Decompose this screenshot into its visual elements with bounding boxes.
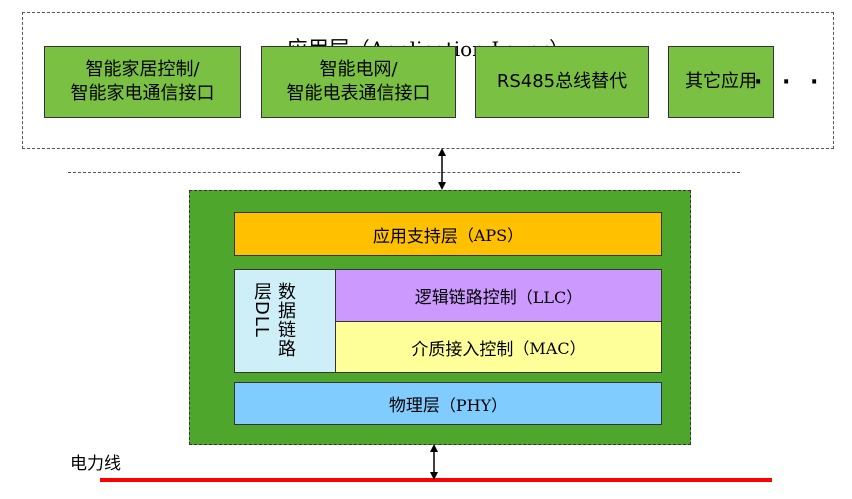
app-box-rs485-label: RS485总线替代 (496, 71, 628, 92)
llc-layer: 逻辑链路控制（LLC） (335, 269, 662, 322)
app-box-smart-home: 智能家居控制/ 智能家电通信接口 (44, 46, 241, 118)
app-box-smart-grid: 智能电网/ 智能电表通信接口 (261, 46, 456, 118)
mac-label-cn: 介质接入控制 (411, 339, 514, 360)
app-box-smart-home-line2: 智能家电通信接口 (70, 83, 215, 104)
aps-label-cn: 应用支持层 (372, 226, 458, 247)
app-box-smart-grid-line2: 智能电表通信接口 (286, 83, 431, 104)
llc-label-cn: 逻辑链路控制 (414, 288, 517, 308)
dll-label: 数据链路层DLL (251, 282, 296, 358)
phy-label-cn: 物理层 (388, 396, 440, 416)
mac-layer: 介质接入控制（MAC） (335, 321, 662, 373)
power-line (100, 478, 772, 482)
aps-label-en: （APS） (457, 226, 524, 245)
aps-layer: 应用支持层（APS） (234, 212, 662, 256)
app-box-smart-home-line1: 智能家居控制/ (85, 59, 200, 80)
app-box-other-label: 其它应用 (685, 71, 757, 92)
llc-label-en: （LLC） (516, 287, 583, 307)
separator-line (68, 172, 740, 173)
app-box-rs485: RS485总线替代 (475, 46, 649, 118)
app-box-smart-grid-line1: 智能电网/ (319, 59, 398, 80)
power-line-label: 电力线 (70, 454, 121, 474)
phy-label-en: （PHY） (439, 395, 508, 415)
ellipsis: · · · (754, 70, 825, 95)
phy-layer: 物理层（PHY） (234, 382, 662, 425)
dll-layer: 数据链路层DLL (234, 269, 336, 373)
mac-label-en: （MAC） (513, 339, 586, 358)
app-box-other: 其它应用 (668, 46, 774, 118)
